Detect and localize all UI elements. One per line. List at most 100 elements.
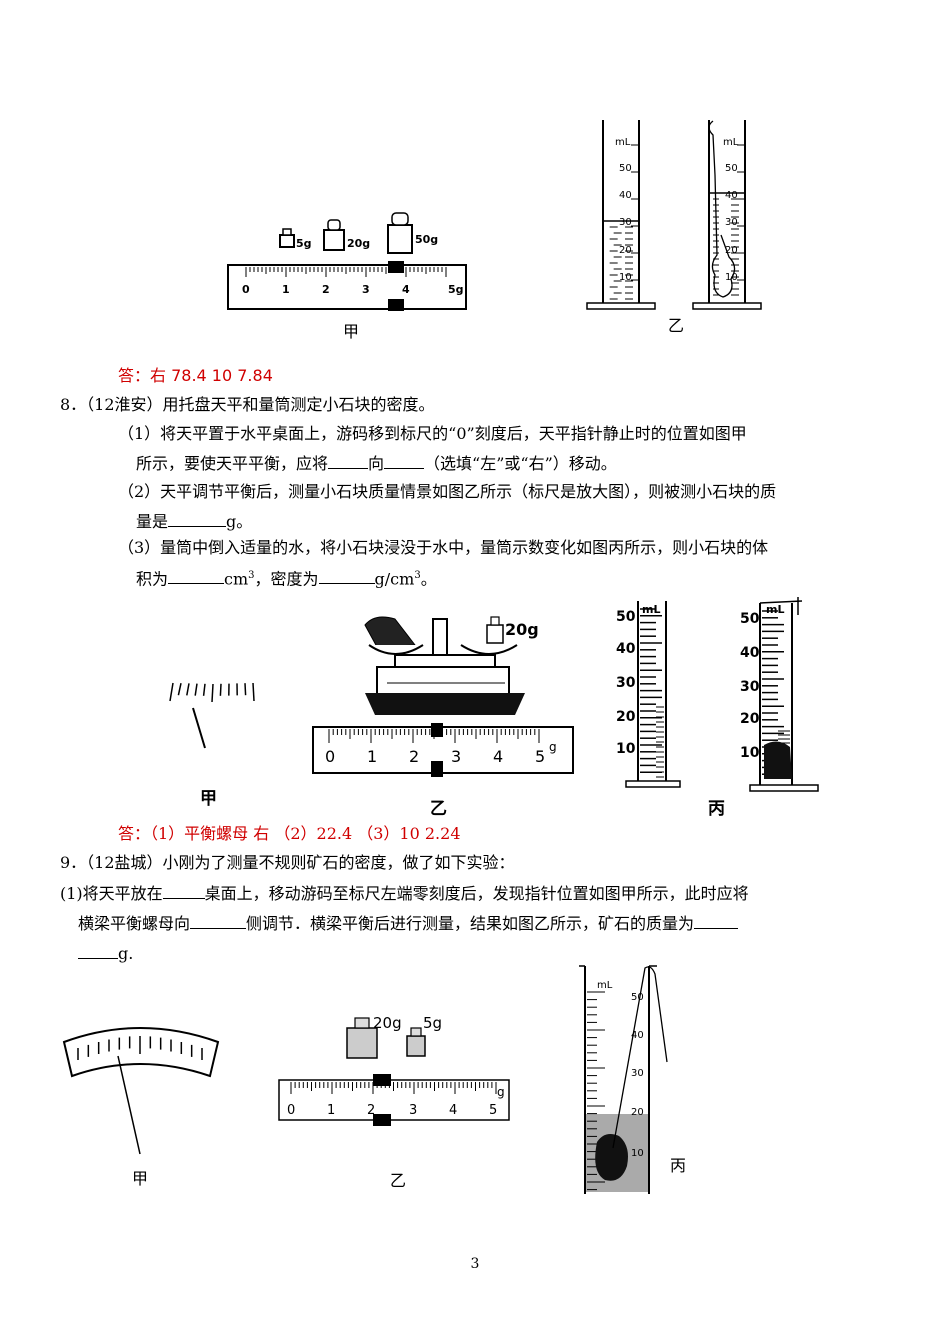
figure-label-jia: 甲 xyxy=(132,1169,149,1188)
answer-blank[interactable] xyxy=(328,452,369,469)
answer-blank[interactable] xyxy=(384,452,425,469)
svg-text:20: 20 xyxy=(616,709,636,725)
weight-50g: 50g xyxy=(387,212,438,254)
tick-label: 3 xyxy=(451,747,461,766)
weight-5g: 5g xyxy=(279,228,312,250)
tick-label: 5 xyxy=(489,1103,497,1118)
pointer xyxy=(117,1055,141,1155)
svg-text:5g: 5g xyxy=(423,1014,442,1032)
svg-text:20: 20 xyxy=(725,245,738,256)
rider-top xyxy=(388,261,404,273)
weight-20g: 20g xyxy=(323,219,370,251)
ruler xyxy=(278,1079,510,1121)
ruler-unit: g xyxy=(549,740,557,754)
svg-text:50: 50 xyxy=(616,609,636,625)
weight-20g: 20g xyxy=(346,1014,402,1059)
tick-label: 5 xyxy=(535,747,545,766)
svg-text:10: 10 xyxy=(631,1148,644,1159)
tick-label: 0 xyxy=(325,747,335,766)
q9-balance-figure: 20g 5g 0 1 2 3 4 5 g xyxy=(278,1014,510,1126)
q8-part1-line1: （1）将天平置于水平桌面上，游码移到标尺的“0”刻度后，天平指针静止时的位置如图… xyxy=(118,424,747,443)
svg-text:10: 10 xyxy=(619,272,632,283)
tick-label: 3 xyxy=(362,283,370,296)
tick-mark xyxy=(244,683,247,696)
svg-text:mL: mL xyxy=(597,980,613,991)
svg-text:20: 20 xyxy=(631,1107,644,1118)
tick-mark xyxy=(186,683,190,696)
svg-text:5g: 5g xyxy=(296,237,312,250)
q8-title: 8．（12淮安）用托盘天平和量筒测定小石块的密度。 xyxy=(60,395,435,414)
rider-top xyxy=(431,723,443,737)
figure-label-yi: 乙 xyxy=(430,799,447,819)
answer-blank[interactable] xyxy=(694,912,739,929)
pointer xyxy=(192,707,206,749)
answer-blank[interactable] xyxy=(168,510,227,527)
q9-title: 9．（12盐城）小刚为了测量不规则矿石的密度，做了如下实验： xyxy=(60,853,515,872)
tick-label: 4 xyxy=(449,1103,457,1118)
tick-label: 2 xyxy=(367,1103,375,1118)
q7-cylinders-figure: mL 50 40 30 20 10 mL 50 40 30 20 10 xyxy=(586,120,762,310)
svg-text:40: 40 xyxy=(740,645,760,661)
svg-text:30: 30 xyxy=(740,679,760,695)
q9-pointer-scale xyxy=(62,1027,220,1155)
tick-mark xyxy=(211,683,214,703)
ruler-ticks xyxy=(290,1082,497,1094)
answer-blank[interactable] xyxy=(168,567,225,585)
tick-mark xyxy=(169,682,174,702)
q9-cylinder-figure: mL 50 40 30 20 10 xyxy=(579,965,668,1194)
tick-label: 4 xyxy=(402,283,410,296)
svg-text:50: 50 xyxy=(631,992,644,1003)
q9-line3: g. xyxy=(78,942,133,964)
svg-text:30: 30 xyxy=(631,1068,644,1079)
q7-balance-figure: 5g 20g 50g 0 1 2 3 4 5g xyxy=(227,212,467,311)
svg-text:40: 40 xyxy=(619,190,632,201)
answer-blank[interactable] xyxy=(190,912,247,929)
weight-5g: 5g xyxy=(406,1014,442,1057)
figure-label-bing: 丙 xyxy=(670,1156,687,1175)
svg-text:40: 40 xyxy=(616,641,636,657)
tick-label: 2 xyxy=(409,747,419,766)
tick-label: 4 xyxy=(493,747,503,766)
q9-line2: 横梁平衡螺母向侧调节．横梁平衡后进行测量，结果如图乙所示，矿石的质量为 xyxy=(78,912,739,934)
q8-part1-line2: 所示，要使天平平衡，应将向（选填“左”或“右”）移动。 xyxy=(136,452,617,473)
answer-blank[interactable] xyxy=(318,567,375,585)
svg-text:40: 40 xyxy=(631,1030,644,1041)
tick-mark xyxy=(194,683,198,696)
answer-blank[interactable] xyxy=(162,882,205,899)
q8-part2-line1: （2）天平调节平衡后，测量小石块质量情景如图乙所示（标尺是放大图），则被测小石块… xyxy=(118,482,777,501)
cylinder-right: mL 50 40 30 20 10 xyxy=(692,120,762,310)
svg-text:mL: mL xyxy=(723,137,739,148)
figure-label-yi: 乙 xyxy=(668,316,685,335)
tick-label: 1 xyxy=(282,283,290,296)
svg-text:10: 10 xyxy=(616,741,636,757)
answer-q8: 答：（1）平衡螺母 右 （2）22.4 （3）10 2.24 xyxy=(118,824,461,843)
svg-text:20: 20 xyxy=(619,245,632,256)
svg-text:50: 50 xyxy=(740,611,760,627)
svg-text:30: 30 xyxy=(616,675,636,691)
page-number: 3 xyxy=(470,1256,480,1272)
tick-label: 0 xyxy=(287,1103,295,1118)
svg-text:30: 30 xyxy=(725,217,738,228)
q8-cylinders-figure: mL 50 40 30 20 10 mL 50 40 30 20 10 xyxy=(616,597,819,792)
cylinder-left: mL 50 40 30 20 10 xyxy=(586,120,656,310)
svg-text:mL: mL xyxy=(615,137,631,148)
svg-text:20g: 20g xyxy=(505,620,539,639)
tick-label: 1 xyxy=(367,747,377,766)
rider-bottom xyxy=(373,1114,391,1126)
tick-label: 1 xyxy=(327,1103,335,1118)
figure-label-bing: 丙 xyxy=(708,799,725,819)
tick-mark xyxy=(252,682,255,702)
tick-mark xyxy=(177,683,182,696)
svg-text:50g: 50g xyxy=(415,233,438,246)
cylinder-right: mL 50 40 30 20 10 xyxy=(740,597,819,792)
svg-text:mL: mL xyxy=(642,603,660,616)
rider-top xyxy=(373,1074,391,1086)
tick-label: 3 xyxy=(409,1103,417,1118)
svg-text:20g: 20g xyxy=(373,1014,402,1032)
figure-label-jia: 甲 xyxy=(343,322,360,341)
answer-blank[interactable] xyxy=(78,942,118,959)
ruler-unit: g xyxy=(497,1085,505,1099)
svg-text:30: 30 xyxy=(619,217,632,228)
